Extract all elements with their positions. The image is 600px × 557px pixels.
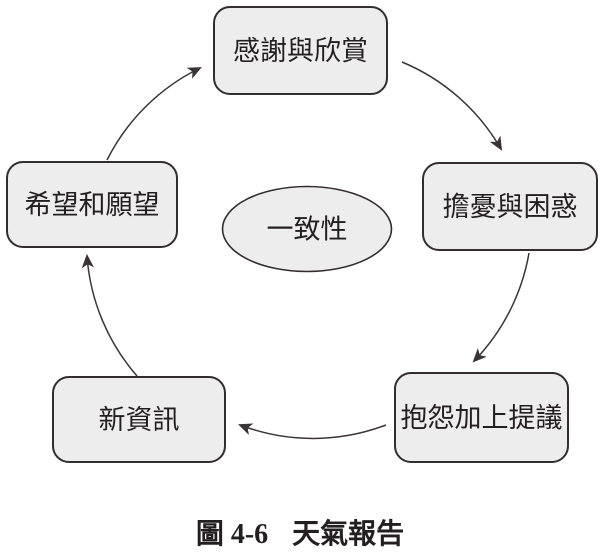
arrow-top-to-right: [401, 61, 503, 151]
node-complaint-with-proposal: 抱怨加上提議: [394, 372, 569, 463]
arrow-right-to-bottom-right: [472, 252, 530, 363]
node-worry-confusion: 擔憂與困惑: [422, 162, 598, 251]
node-label: 擔憂與困惑: [443, 192, 578, 222]
center-ellipse: [221, 185, 393, 273]
arrow-left-to-top: [106, 67, 202, 161]
node-box: [422, 162, 598, 251]
figure-number: 圖 4-6: [195, 519, 269, 550]
center-label: 一致性: [267, 214, 348, 244]
node-box: [6, 161, 178, 248]
node-gratitude-appreciation: 感謝與欣賞: [213, 6, 388, 95]
node-label: 新資訊: [99, 405, 180, 435]
node-label: 感謝與欣賞: [233, 36, 368, 66]
node-box: [394, 372, 569, 463]
node-box: [213, 6, 388, 95]
arrow-bottom-right-to-bottom-left: [238, 423, 387, 440]
node-congruence-center: 一致性: [221, 185, 393, 273]
cycle-diagram-canvas: 感謝與欣賞 擔憂與困惑 抱怨加上提議 新資訊 希望和願望 一致性: [6, 6, 598, 463]
node-box: [52, 376, 226, 463]
node-new-information: 新資訊: [52, 376, 226, 463]
node-label: 希望和願望: [25, 190, 160, 220]
figure-caption: 圖 4-6 天氣報告: [0, 512, 600, 552]
arrow-bottom-left-to-left: [81, 253, 138, 377]
figure-title: 天氣報告: [292, 519, 405, 550]
node-hopes-wishes: 希望和願望: [6, 161, 178, 248]
node-label: 抱怨加上提議: [401, 403, 563, 433]
